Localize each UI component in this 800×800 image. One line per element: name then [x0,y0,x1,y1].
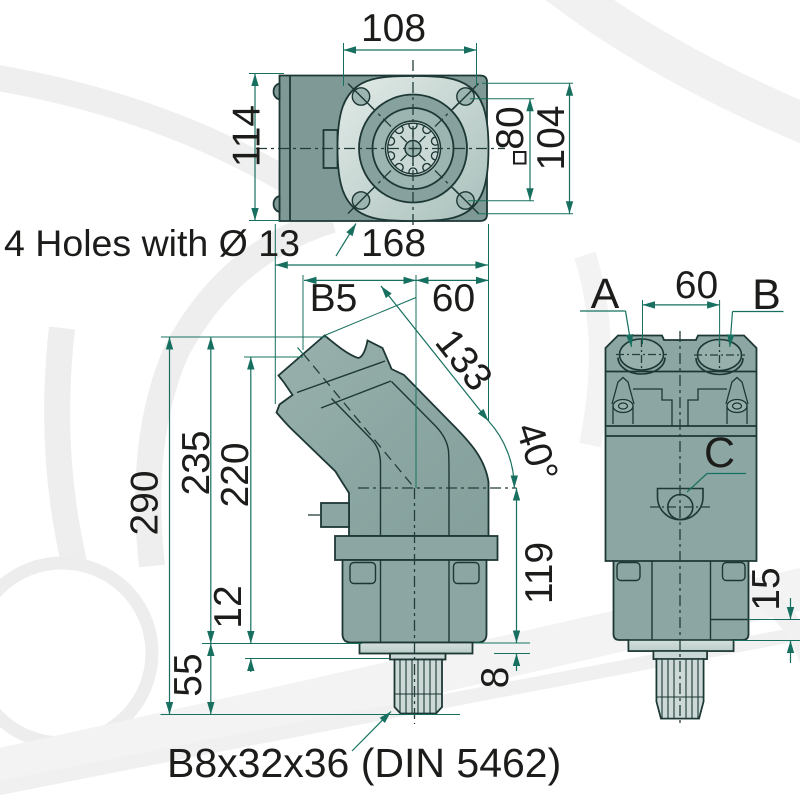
svg-text:235: 235 [175,430,218,495]
svg-text:C: C [704,429,735,477]
svg-text:290: 290 [124,470,167,535]
svg-text:220: 220 [214,442,257,507]
svg-text:12: 12 [207,585,250,628]
svg-text:B: B [752,271,781,319]
svg-text:114: 114 [225,105,268,167]
svg-text:60: 60 [675,264,718,307]
svg-text:55: 55 [167,653,210,696]
svg-text:8: 8 [474,667,517,689]
svg-text:119: 119 [518,542,561,604]
svg-text:60: 60 [432,277,475,320]
svg-text:B8x32x36 (DIN 5462): B8x32x36 (DIN 5462) [167,740,561,786]
svg-text:104: 104 [530,105,573,170]
svg-text:A: A [591,270,620,318]
svg-text:80: 80 [489,106,532,149]
svg-text:15: 15 [745,567,788,610]
svg-text:108: 108 [361,7,426,50]
svg-text:B5: B5 [310,277,358,320]
svg-text:168: 168 [361,222,426,265]
svg-text:4 Holes with Ø 13: 4 Holes with Ø 13 [4,222,300,264]
